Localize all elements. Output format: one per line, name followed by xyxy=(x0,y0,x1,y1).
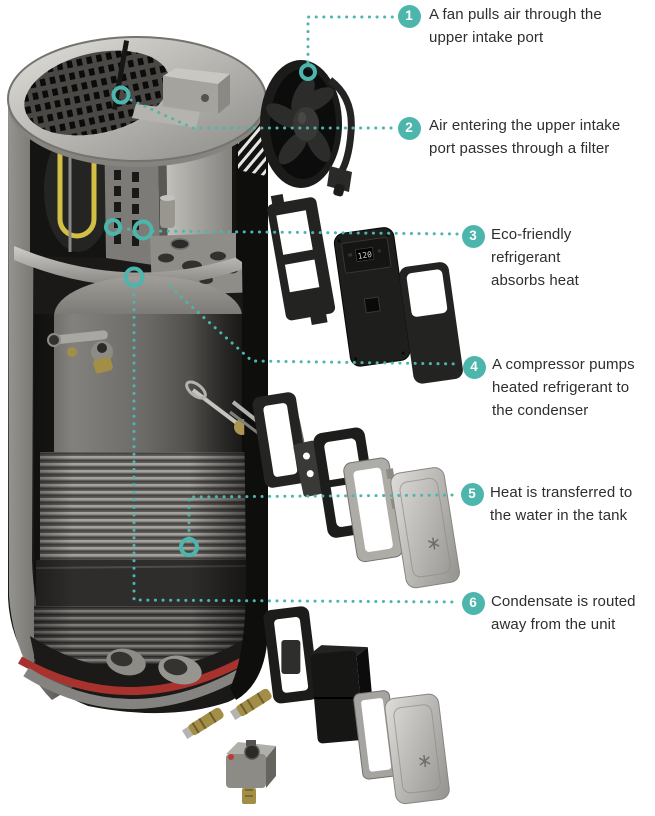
base-red-ring xyxy=(18,652,254,695)
callout-6-text: Condensate is routed away from the unit xyxy=(491,590,636,636)
coil-shading xyxy=(34,314,250,664)
leader-callout-1 xyxy=(306,15,397,64)
shell-cut-edge xyxy=(230,100,268,700)
fan-foot xyxy=(327,166,352,192)
leader-callout-2 xyxy=(129,98,397,130)
marker-tank-coil xyxy=(179,537,199,557)
mixing-valve xyxy=(226,740,276,804)
callout-6-badge: 6 xyxy=(461,591,485,615)
capacitor-cylinder xyxy=(160,195,175,228)
callout-2-line-1: Air entering the upper intake xyxy=(429,117,621,134)
display-screen xyxy=(355,247,375,262)
callout-1-line-1: A fan pulls air through the xyxy=(429,6,602,23)
callout-4-line-1: A compressor pumps xyxy=(492,356,635,373)
callout-1-text: A fan pulls air through the upper intake… xyxy=(429,3,602,49)
base-rim xyxy=(23,663,253,709)
leader-lines xyxy=(119,15,462,604)
callout-3-badge: 3 xyxy=(461,224,485,248)
brand-emblem-2 xyxy=(418,754,431,768)
control-panel: 120 xyxy=(333,227,411,367)
callout-6-line-2: away from the unit xyxy=(491,616,616,633)
callout-4-badge: 4 xyxy=(462,355,486,379)
fan-assembly xyxy=(260,60,355,197)
gasket-frame-middle xyxy=(252,392,309,488)
drain-ports xyxy=(106,648,202,685)
callout-1-line-2: upper intake port xyxy=(429,29,544,46)
leader-callout-6 xyxy=(132,285,461,604)
access-frame-silver-middle xyxy=(343,457,404,563)
marker-rings xyxy=(104,63,317,557)
callout-3-text: Eco-friendly refrigerant absorbs heat xyxy=(491,223,579,292)
callout-5-text: Heat is transferred to the water in the … xyxy=(490,481,632,527)
leader-callout-3 xyxy=(151,229,461,236)
callout-5-line-1: Heat is transferred to xyxy=(490,484,633,501)
callout-4-line-3: the condenser xyxy=(492,402,589,419)
brand-emblem xyxy=(427,537,440,550)
callout-5-line-2: the water in the tank xyxy=(490,507,628,524)
callout-6-line-1: Condensate is routed xyxy=(491,593,636,610)
control-panel-cover xyxy=(399,262,463,384)
callout-3-line-2: refrigerant xyxy=(491,249,561,266)
marker-intake-port xyxy=(111,85,131,105)
top-cap xyxy=(7,36,267,167)
leader-callout-4 xyxy=(168,285,462,366)
access-cover-middle xyxy=(390,467,460,589)
top-fan-slot xyxy=(111,40,130,110)
leader-callout-5 xyxy=(187,493,460,540)
display-readout: 120 xyxy=(357,250,373,261)
callout-2-text: Air entering the upper intake port passe… xyxy=(429,114,620,160)
callout-5-badge: 5 xyxy=(460,482,484,506)
marker-evaporator-b xyxy=(132,219,154,241)
callout-4-text: A compressor pumps heated refrigerant to… xyxy=(492,353,635,422)
leader-callout-3b xyxy=(119,226,136,232)
junction-bracket xyxy=(267,194,336,325)
marker-condensate xyxy=(123,266,145,288)
water-inlet-fitting xyxy=(47,330,113,374)
callout-2-badge: 2 xyxy=(397,116,421,140)
access-cover-bottom xyxy=(384,693,450,805)
gasket-frame-bottom xyxy=(263,606,319,704)
callout-3-line-1: Eco-friendly xyxy=(491,226,572,243)
mid-platform-rim xyxy=(14,246,262,287)
brass-nipple-2 xyxy=(229,688,272,720)
marker-evaporator-a xyxy=(104,218,122,236)
panel-center-hole xyxy=(363,296,381,314)
callout-4-line-2: heated refrigerant to xyxy=(492,379,630,396)
brass-nipple-1 xyxy=(181,707,224,739)
heat-pump-water-heater xyxy=(8,102,266,714)
callout-2-line-2: port passes through a filter xyxy=(429,140,610,157)
callout-1-badge: 1 xyxy=(397,4,421,28)
callout-3-line-3: absorbs heat xyxy=(491,272,579,289)
fan-hub xyxy=(293,107,319,141)
marker-fan xyxy=(299,63,317,81)
fan-bracket xyxy=(327,77,355,176)
